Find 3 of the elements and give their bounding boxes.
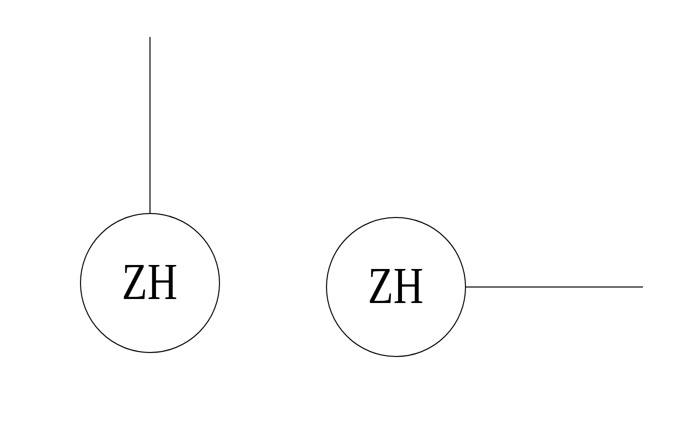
- line: [466, 286, 644, 288]
- symbol-label: ZH: [368, 261, 424, 313]
- symbol-label: ZH: [122, 257, 178, 309]
